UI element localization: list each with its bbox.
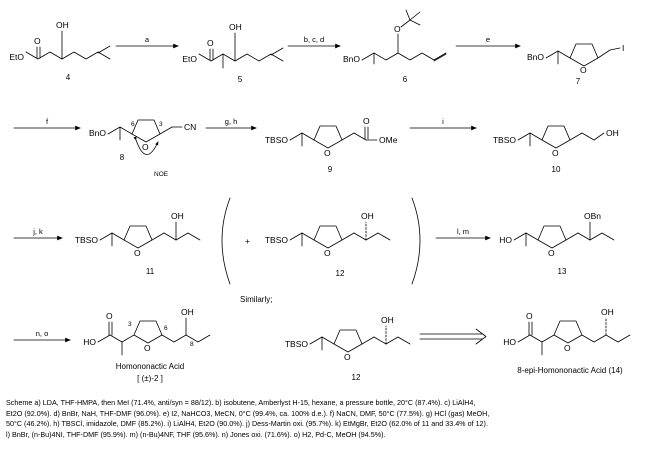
ho-label: HO: [499, 235, 512, 245]
reagent-lm: l, m: [457, 227, 469, 236]
eto-label: EtO: [182, 54, 197, 64]
compound-6-label: 6: [403, 75, 408, 84]
reagent-jk: j, k: [32, 227, 43, 236]
scheme-line-4: l) BnBr, (n-Bu)4NI, THF-DMF (95.9%). m) …: [6, 429, 386, 439]
hydroxyl-label: OH: [361, 211, 374, 221]
reaction-scheme: EtO O OH 4 a EtO O OH 5 b, c, d BnO O 6 …: [9, 9, 631, 383]
ring-o-label: O: [548, 248, 555, 258]
reagent-gh: g, h: [225, 117, 238, 126]
ome-label: OMe: [379, 135, 398, 145]
reagent-bcd: b, c, d: [304, 35, 324, 44]
carbonyl-o-label: O: [526, 311, 533, 321]
compound-9-label: 9: [328, 165, 333, 174]
carbonyl-o-label: O: [207, 38, 214, 48]
ring-o-label: O: [552, 148, 559, 158]
noe-label: NOE: [154, 171, 169, 178]
hydroxyl-label: OH: [606, 128, 619, 138]
hydroxyl-label: OH: [171, 211, 184, 221]
iodide-label: I: [622, 43, 624, 53]
ring-position-6: 6: [131, 121, 135, 128]
ether-o-label: O: [394, 24, 401, 34]
ho-label: HO: [503, 337, 516, 347]
compound-12-label: 12: [336, 269, 345, 278]
hydroxyl-label: OH: [229, 22, 242, 32]
ring-o-label: O: [144, 343, 151, 353]
tbso-label: TBSO: [265, 135, 289, 145]
compound-10-structure: TBSO O OH: [493, 125, 619, 158]
homononactic-acid-label: Homononactic Acid: [116, 362, 184, 371]
tbso-label: TBSO: [75, 235, 99, 245]
carbonyl-o-label: O: [363, 116, 370, 126]
ring-o-label: O: [134, 248, 141, 258]
plus-sign: +: [245, 236, 250, 246]
ring-o-label: O: [142, 142, 149, 152]
compound-9-structure: TBSO O O OMe: [265, 116, 398, 158]
nitrile-label: CN: [184, 122, 196, 132]
compound-14-structure: HO O O OH: [503, 307, 631, 356]
compound-10-label: 10: [552, 165, 561, 174]
ring-o-label: O: [564, 343, 571, 353]
tbso-label: TBSO: [493, 135, 517, 145]
compound-13-structure: HO O OBn: [499, 211, 615, 258]
ring-o-label: O: [324, 248, 331, 258]
hydroxyl-label: OH: [181, 307, 194, 317]
tbso-label: TBSO: [265, 235, 289, 245]
hydroxyl-label: OH: [56, 20, 69, 30]
compound-12-structure: TBSO O OH: [265, 211, 391, 258]
bno-label: BnO: [89, 128, 106, 138]
reagent-e: e: [486, 35, 490, 44]
reagent-a: a: [145, 35, 150, 44]
ring-o-label: O: [344, 352, 351, 362]
compound-11-structure: TBSO O OH: [75, 211, 201, 258]
carbonyl-o-label: O: [34, 36, 41, 46]
ring-position-6: 6: [164, 325, 168, 332]
compound-6-structure: BnO O: [343, 9, 447, 65]
compound-7-structure: BnO O I: [527, 43, 624, 75]
compound-7-label: 7: [576, 77, 581, 86]
compound-11-label: 11: [146, 267, 155, 276]
compound-8-structure: BnO O CN 6 3 NOE: [89, 119, 196, 178]
scheme-caption: Scheme a) LDA, THF-HMPA, then MeI (71.4%…: [6, 398, 666, 440]
reagent-no: n, o: [36, 329, 49, 338]
ho-label: HO: [83, 337, 96, 347]
ring-o-label: O: [580, 65, 587, 75]
racemic-label: [ (±)-2 ]: [137, 374, 163, 383]
compound-12-repeat-structure: TBSO O OH: [285, 315, 411, 362]
bno-label: BnO: [527, 52, 544, 62]
compound-5-label: 5: [238, 75, 243, 84]
scheme-line-3: 50°C (46.2%). h) TBSCl, imidazole, DMF (…: [6, 419, 488, 429]
scheme-line-1: Scheme a) LDA, THF-HMPA, then MeI (71.4%…: [6, 398, 476, 407]
compound-8-label: 8: [120, 153, 125, 162]
reagent-i: i: [442, 117, 444, 126]
scheme-line-2: Et2O (92.0%). d) BnBr, NaH, THF-DMF (96.…: [6, 408, 490, 418]
compound-12-repeat-label: 12: [352, 373, 361, 382]
reagent-f: f: [46, 117, 49, 126]
right-bracket: [411, 197, 421, 285]
bno-label: BnO: [343, 54, 360, 64]
hydroxyl-label: OH: [601, 307, 614, 317]
ring-position-3: 3: [128, 321, 132, 328]
compound-4-structure: EtO O OH: [9, 20, 111, 62]
hydroxyl-label: OH: [381, 315, 394, 325]
chain-position-8: 8: [190, 341, 194, 348]
compound-4-label: 4: [66, 73, 71, 82]
left-bracket: [221, 197, 231, 285]
homononactic-acid-structure: HO O O OH 3 6 8: [83, 307, 211, 356]
compound-14-label: 8-epi-Homononactic Acid (14): [517, 366, 623, 375]
eto-label: EtO: [9, 52, 24, 62]
ring-o-label: O: [324, 148, 331, 158]
similarly-label: Similarly;: [240, 295, 272, 304]
compound-5-structure: EtO O OH: [182, 22, 284, 69]
benzyloxy-label: OBn: [584, 211, 601, 221]
compound-13-label: 13: [558, 267, 567, 276]
carbonyl-o-label: O: [106, 311, 113, 321]
multistep-arrow: [419, 328, 487, 345]
ring-position-3: 3: [159, 121, 163, 128]
tbso-label: TBSO: [285, 339, 309, 349]
